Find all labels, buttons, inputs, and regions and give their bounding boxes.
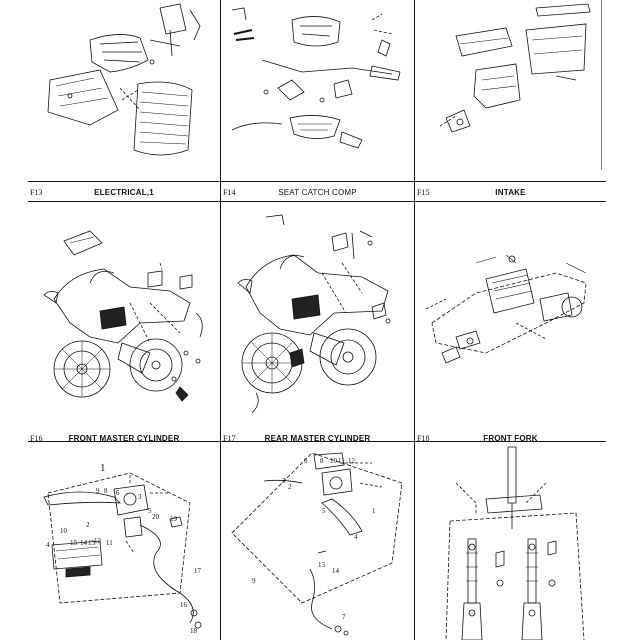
callout-number: 8	[104, 487, 108, 495]
grid-line	[28, 201, 606, 202]
diagram-intake	[416, 203, 604, 439]
section-code: F13	[30, 188, 43, 197]
callout-number: 14	[332, 567, 340, 575]
section-caption: F14 SEAT CATCH COMP	[221, 186, 414, 200]
section-caption: F15 INTAKE	[415, 186, 606, 200]
callout-number: 2	[288, 483, 292, 491]
section-caption: F16 FRONT MASTER CYLINDER	[28, 432, 220, 446]
diagram-electrical	[30, 203, 218, 439]
callout-number: 5	[148, 507, 152, 515]
callout-number: 1	[100, 462, 106, 474]
diagram-top-left	[30, 0, 218, 180]
callout-number: 2	[86, 521, 90, 529]
section-title: SEAT CATCH COMP	[278, 188, 357, 197]
callout-number: 17	[194, 567, 202, 575]
callout-number: 20	[152, 513, 160, 521]
callout-number: 6	[304, 457, 308, 465]
callout-number: 9	[252, 577, 256, 585]
diagram-front-fork	[416, 443, 604, 640]
section-title: INTAKE	[495, 188, 526, 197]
grid-line	[28, 441, 606, 442]
section-code: F16	[30, 434, 43, 443]
callout-number: 11	[338, 457, 345, 465]
grid-line	[220, 0, 221, 640]
section-code: F17	[223, 434, 236, 443]
diagram-seat-catch	[222, 203, 412, 439]
callout-number: 16	[180, 601, 188, 609]
callout-number: 3	[138, 493, 142, 501]
grid-line	[28, 181, 606, 182]
section-caption: F17 REAR MASTER CYLINDER	[221, 432, 414, 446]
callout-number: 13	[318, 561, 326, 569]
section-title: FRONT FORK	[483, 434, 538, 443]
section-code: F15	[417, 188, 430, 197]
callout-number: 14	[80, 539, 88, 547]
callout-number: 3	[282, 477, 286, 485]
section-caption: F18 FRONT FORK	[415, 432, 606, 446]
section-title: FRONT MASTER CYLINDER	[68, 434, 180, 443]
grid-line	[414, 0, 415, 640]
callout-number: 12	[348, 457, 356, 465]
callout-number: 15	[70, 539, 78, 547]
callout-number: 1	[372, 507, 376, 515]
section-title: REAR MASTER CYLINDER	[264, 434, 371, 443]
callout-number: 8	[320, 457, 324, 465]
callout-number: 6	[116, 489, 120, 497]
section-code: F18	[417, 434, 430, 443]
callout-number: 5	[322, 507, 326, 515]
callout-number: 13	[88, 539, 96, 547]
diagram-top-center	[222, 0, 412, 180]
section-code: F14	[223, 188, 236, 197]
callout-number: 4	[46, 541, 50, 549]
callout-number: 12	[94, 537, 102, 545]
callout-number: 7	[342, 613, 346, 621]
callout-number: 11	[106, 539, 113, 547]
callout-number: 19	[170, 515, 178, 523]
callout-number: 4	[354, 533, 358, 541]
diagram-top-right	[416, 0, 600, 180]
section-caption: F13 ELECTRICAL,1	[28, 186, 220, 200]
accent-rule	[601, 0, 602, 170]
section-title: ELECTRICAL,1	[94, 188, 154, 197]
callout-number: 18	[190, 627, 198, 635]
callout-number: 10	[330, 457, 338, 465]
callout-number: 9	[96, 487, 100, 495]
callout-number: 10	[60, 527, 68, 535]
